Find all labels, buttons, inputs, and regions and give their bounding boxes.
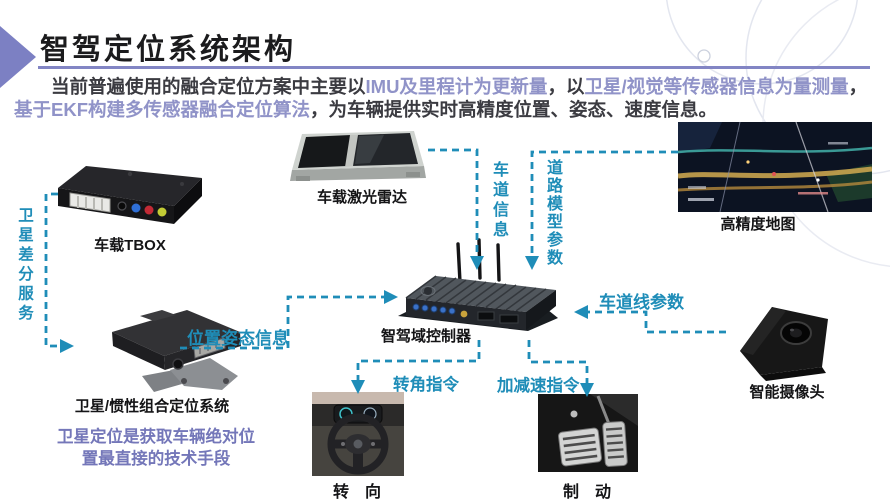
flow-label-lane-line: 车道线参数 — [599, 293, 684, 312]
flow-label-road-model: 道路模型参数 — [544, 159, 561, 267]
flow-label-accel-cmd: 加减速指令 — [497, 377, 580, 395]
steering-wheel-image — [312, 392, 404, 476]
flow-label-satellite-diff: 卫星差分服务 — [16, 207, 33, 324]
hd-map-label: 高精度地图 — [720, 216, 796, 233]
note-line1: 卫星定位是获取车辆绝对位 — [57, 428, 255, 446]
tbox-image — [52, 158, 207, 233]
intro-seg3: ，以 — [547, 76, 585, 97]
intro-paragraph: 当前普遍使用的融合定位方案中主要以IMU及里程计为更新量，以卫星/视觉等传感器信… — [14, 76, 880, 121]
lidar-label: 车载激光雷达 — [316, 189, 407, 206]
brake-pedal-image — [538, 394, 638, 472]
hd-map-image — [677, 121, 873, 213]
title-underline — [38, 66, 870, 69]
gnss-ins-label: 卫星/惯性组合定位系统 — [74, 398, 230, 415]
lidar-image — [288, 126, 428, 188]
title-chevron-icon — [0, 26, 36, 88]
brake-label: 制 动 — [562, 484, 611, 500]
note-line2: 置最直接的技术手段 — [81, 449, 231, 468]
intro-seg2-highlight: IMU及里程计为更新量 — [365, 76, 548, 97]
camera-image — [726, 293, 848, 383]
flow-label-pose-info: 位置姿态信息 — [187, 329, 289, 348]
note-text: 卫星定位是获取车辆绝对位 置最直接的技术手段 — [36, 427, 276, 471]
flow-label-steer-cmd: 转角指令 — [393, 376, 459, 394]
page-title: 智驾定位系统架构 — [40, 34, 297, 66]
intro-seg4-highlight: 卫星/视觉等传感器信息为量测量 — [584, 76, 849, 97]
controller-label: 智驾域控制器 — [380, 328, 471, 345]
flow-label-lane-info: 车道信息 — [490, 161, 507, 241]
gnss-ins-image — [82, 300, 267, 398]
intro-seg6-highlight: 基于EKF构建多传感器融合定位算法 — [14, 98, 311, 120]
controller-image — [398, 236, 560, 338]
intro-seg7: ，为车辆提供实时高精度位置、姿态、速度信息。 — [310, 98, 718, 120]
intro-seg1: 当前普遍使用的融合定位方案中主要以 — [51, 76, 366, 97]
steering-label: 转 向 — [332, 484, 381, 500]
tbox-label: 车载TBOX — [94, 237, 166, 254]
camera-label: 智能摄像头 — [749, 384, 825, 401]
intro-seg5: ， — [848, 76, 868, 97]
